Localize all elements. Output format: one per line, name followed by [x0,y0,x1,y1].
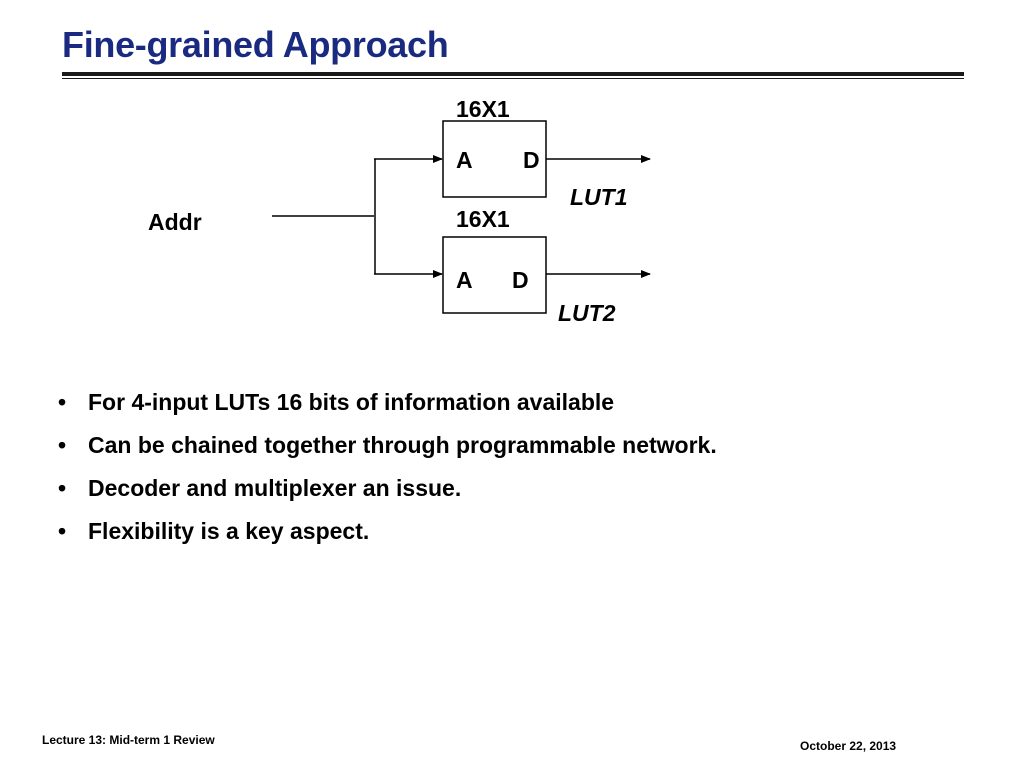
bullet-list: • For 4-input LUTs 16 bits of information… [56,385,717,557]
lut1-label: LUT1 [570,184,628,210]
top-block-out-port: D [523,147,540,173]
bullet-text: Can be chained together through programm… [88,432,717,458]
bottom-block-out-port: D [512,267,529,293]
title-divider-thick [62,72,964,76]
bottom-block-size-label: 16X1 [456,206,510,232]
footer-date: October 22, 2013 [800,739,897,753]
bullet-marker: • [58,475,67,501]
title-divider-thin [62,78,964,79]
bullet-marker: • [58,432,67,458]
top-block-in-port: A [456,147,473,173]
list-item: • For 4-input LUTs 16 bits of information… [56,385,717,428]
top-block-size-label: 16X1 [456,96,510,122]
addr-label: Addr [148,209,202,235]
lut2-label: LUT2 [558,300,616,326]
bullet-text: Flexibility is a key aspect. [88,518,370,544]
list-item: • Flexibility is a key aspect. [56,514,717,557]
bullet-marker: • [58,389,67,415]
list-item: • Decoder and multiplexer an issue. [56,471,717,514]
slide-title: Fine-grained Approach [62,24,449,65]
bullet-text: Decoder and multiplexer an issue. [88,475,462,501]
footer-lecture-label: Lecture 13: Mid-term 1 Review [42,733,215,747]
bottom-lut-block [442,236,547,314]
bullet-marker: • [58,518,67,544]
bullet-text: For 4-input LUTs 16 bits of information … [88,389,615,415]
list-item: • Can be chained together through program… [56,428,717,471]
bottom-block-in-port: A [456,267,473,293]
